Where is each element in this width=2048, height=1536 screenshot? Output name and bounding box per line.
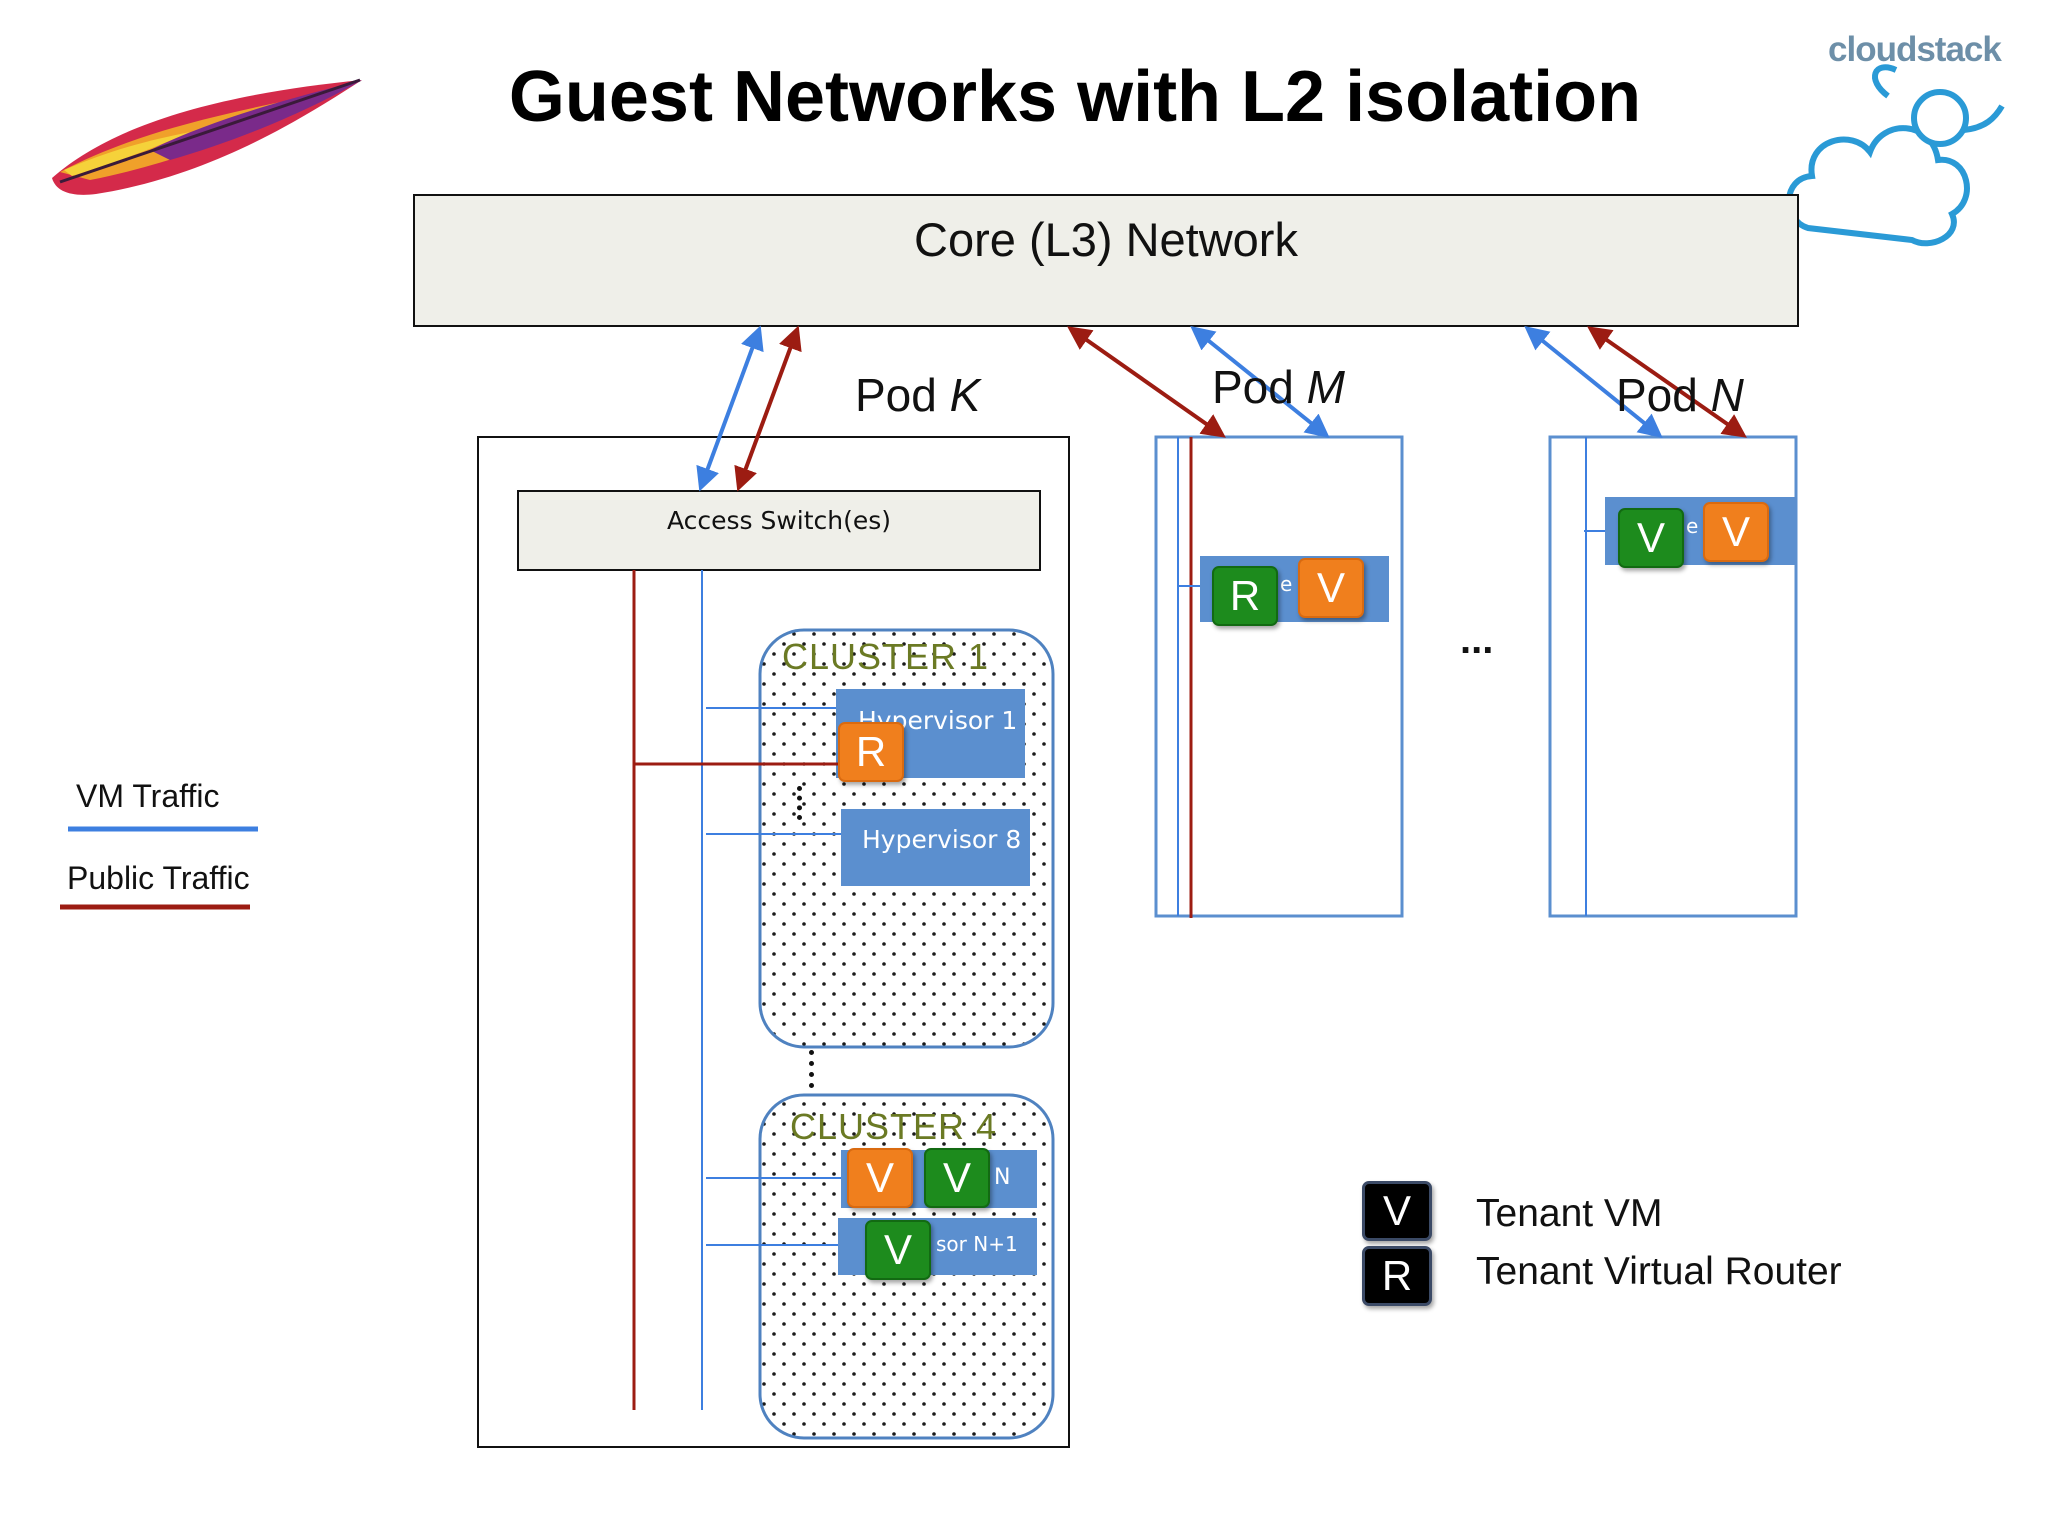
key-vm-chip: V bbox=[1362, 1181, 1432, 1241]
legend-public-traffic: Public Traffic bbox=[67, 860, 250, 896]
cluster-1-label: CLUSTER 1 bbox=[782, 636, 990, 677]
hypervisor-n1-label: sor N+1 bbox=[936, 1232, 1018, 1256]
key-tenant-router: Tenant Virtual Router bbox=[1476, 1250, 1842, 1293]
apache-feather-logo bbox=[52, 78, 362, 195]
tenant-vm-chip: V bbox=[1298, 558, 1364, 618]
key-router-chip: R bbox=[1362, 1246, 1432, 1306]
tenant-vm-chip: V bbox=[1618, 508, 1684, 568]
cloudstack-logo bbox=[1786, 64, 2005, 247]
hypervisor-n-label: N bbox=[994, 1165, 1011, 1190]
hypervisor-8-label: Hypervisor 8 bbox=[862, 825, 1022, 854]
pod-m-hidden-glyph: e bbox=[1280, 572, 1293, 596]
pod-m-public-uplink bbox=[1067, 326, 1226, 438]
tenant-vm-chip: V bbox=[1703, 502, 1769, 562]
pod-k-public-uplink bbox=[734, 325, 802, 492]
tenant-router-chip: R bbox=[838, 722, 904, 782]
hypervisor-8-box bbox=[841, 809, 1030, 886]
key-tenant-vm: Tenant VM bbox=[1476, 1192, 1663, 1235]
pod-n-label: Pod N bbox=[1616, 369, 1744, 421]
cluster-gap-dots bbox=[809, 1050, 820, 1088]
pod-m-label: Pod M bbox=[1212, 361, 1345, 413]
tenant-vm-chip: V bbox=[865, 1220, 931, 1280]
pod-m-box bbox=[1154, 435, 1404, 918]
tenant-router-chip: R bbox=[1212, 566, 1278, 626]
pod-k-label: Pod K bbox=[855, 369, 981, 421]
pod-n-public-uplink bbox=[1587, 326, 1747, 438]
pod-m-vm-uplink bbox=[1190, 325, 1330, 439]
access-switch-box bbox=[517, 490, 1041, 571]
cloudstack-logo-text: cloudstack bbox=[1828, 30, 2002, 69]
pods-ellipsis: ... bbox=[1460, 618, 1494, 662]
cluster-4-label: CLUSTER 4 bbox=[790, 1106, 998, 1147]
core-network-label: Core (L3) Network bbox=[914, 213, 1298, 266]
core-network-box bbox=[413, 194, 1799, 327]
pod-n-hidden-glyph: e bbox=[1686, 514, 1699, 538]
tenant-vm-chip: V bbox=[924, 1148, 990, 1208]
slide-title: Guest Networks with L2 isolation bbox=[508, 57, 1642, 137]
access-switch-label: Access Switch(es) bbox=[666, 506, 892, 535]
hypervisor-gap-dots bbox=[797, 786, 808, 820]
tenant-vm-chip: V bbox=[847, 1148, 913, 1208]
legend-vm-traffic: VM Traffic bbox=[76, 778, 220, 814]
